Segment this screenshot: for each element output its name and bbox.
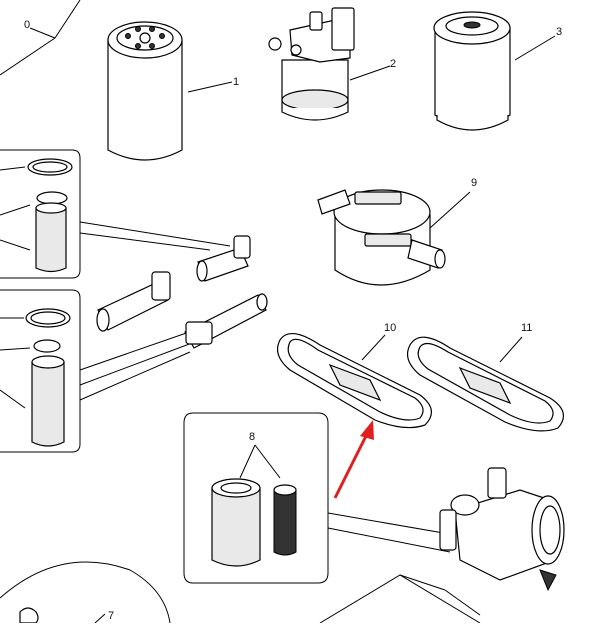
label-part-0: 0 — [24, 19, 30, 31]
part-0: 0 — [0, 0, 81, 76]
label-part-11: 11 — [521, 322, 532, 334]
part-7: 7 — [0, 561, 171, 624]
label-part-3: 3 — [556, 26, 562, 38]
label-part-8: 8 — [249, 431, 255, 443]
label-part-2: 2 — [390, 58, 396, 70]
part-1-filter: 1 — [107, 21, 239, 161]
part-3-spin-on-filter: 3 — [433, 11, 562, 131]
label-part-7: 7 — [108, 610, 114, 622]
kit-panel-b — [0, 271, 268, 453]
red-arrow-icon — [333, 420, 374, 499]
kit-panel-a — [0, 149, 251, 282]
label-part-1: 1 — [233, 76, 239, 88]
part-11-strap: 11 — [407, 322, 565, 432]
pump-assembly — [439, 467, 565, 592]
part-9-bowl: 9 — [317, 177, 477, 286]
part-8-kit: 8 — [183, 412, 456, 584]
box-corner — [319, 574, 481, 624]
part-10-strap: 10 — [277, 322, 432, 429]
label-part-9: 9 — [471, 177, 477, 189]
part-2-filter-head: 2 — [268, 7, 396, 121]
label-part-10: 10 — [384, 322, 396, 334]
